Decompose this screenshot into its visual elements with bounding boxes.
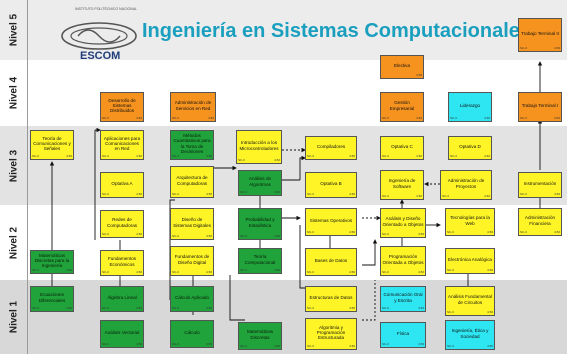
level-label-4: Nivel 4	[0, 60, 28, 126]
course-matematicas-discretas-ingenieria[interactable]: Matemáticas Discretas para la Ingeniería…	[30, 250, 74, 274]
institution-name: INSTITUTO POLITÉCNICO NACIONAL	[75, 7, 137, 11]
level-label-1: Nivel 1	[0, 280, 28, 354]
course-metodos-cuantitativos[interactable]: Métodos Cuantitativos para la Toma de De…	[170, 130, 214, 160]
page-title: Ingeniería en Sistemas Computacionales	[142, 20, 532, 42]
escom-logo: ESCOM	[80, 50, 121, 62]
level-label-2: Nivel 2	[0, 205, 28, 280]
level-label-5: Nivel 5	[0, 0, 28, 60]
ipn-logo	[61, 22, 137, 50]
band-nivel-5	[0, 0, 567, 60]
level-label-3: Nivel 3	[0, 126, 28, 205]
